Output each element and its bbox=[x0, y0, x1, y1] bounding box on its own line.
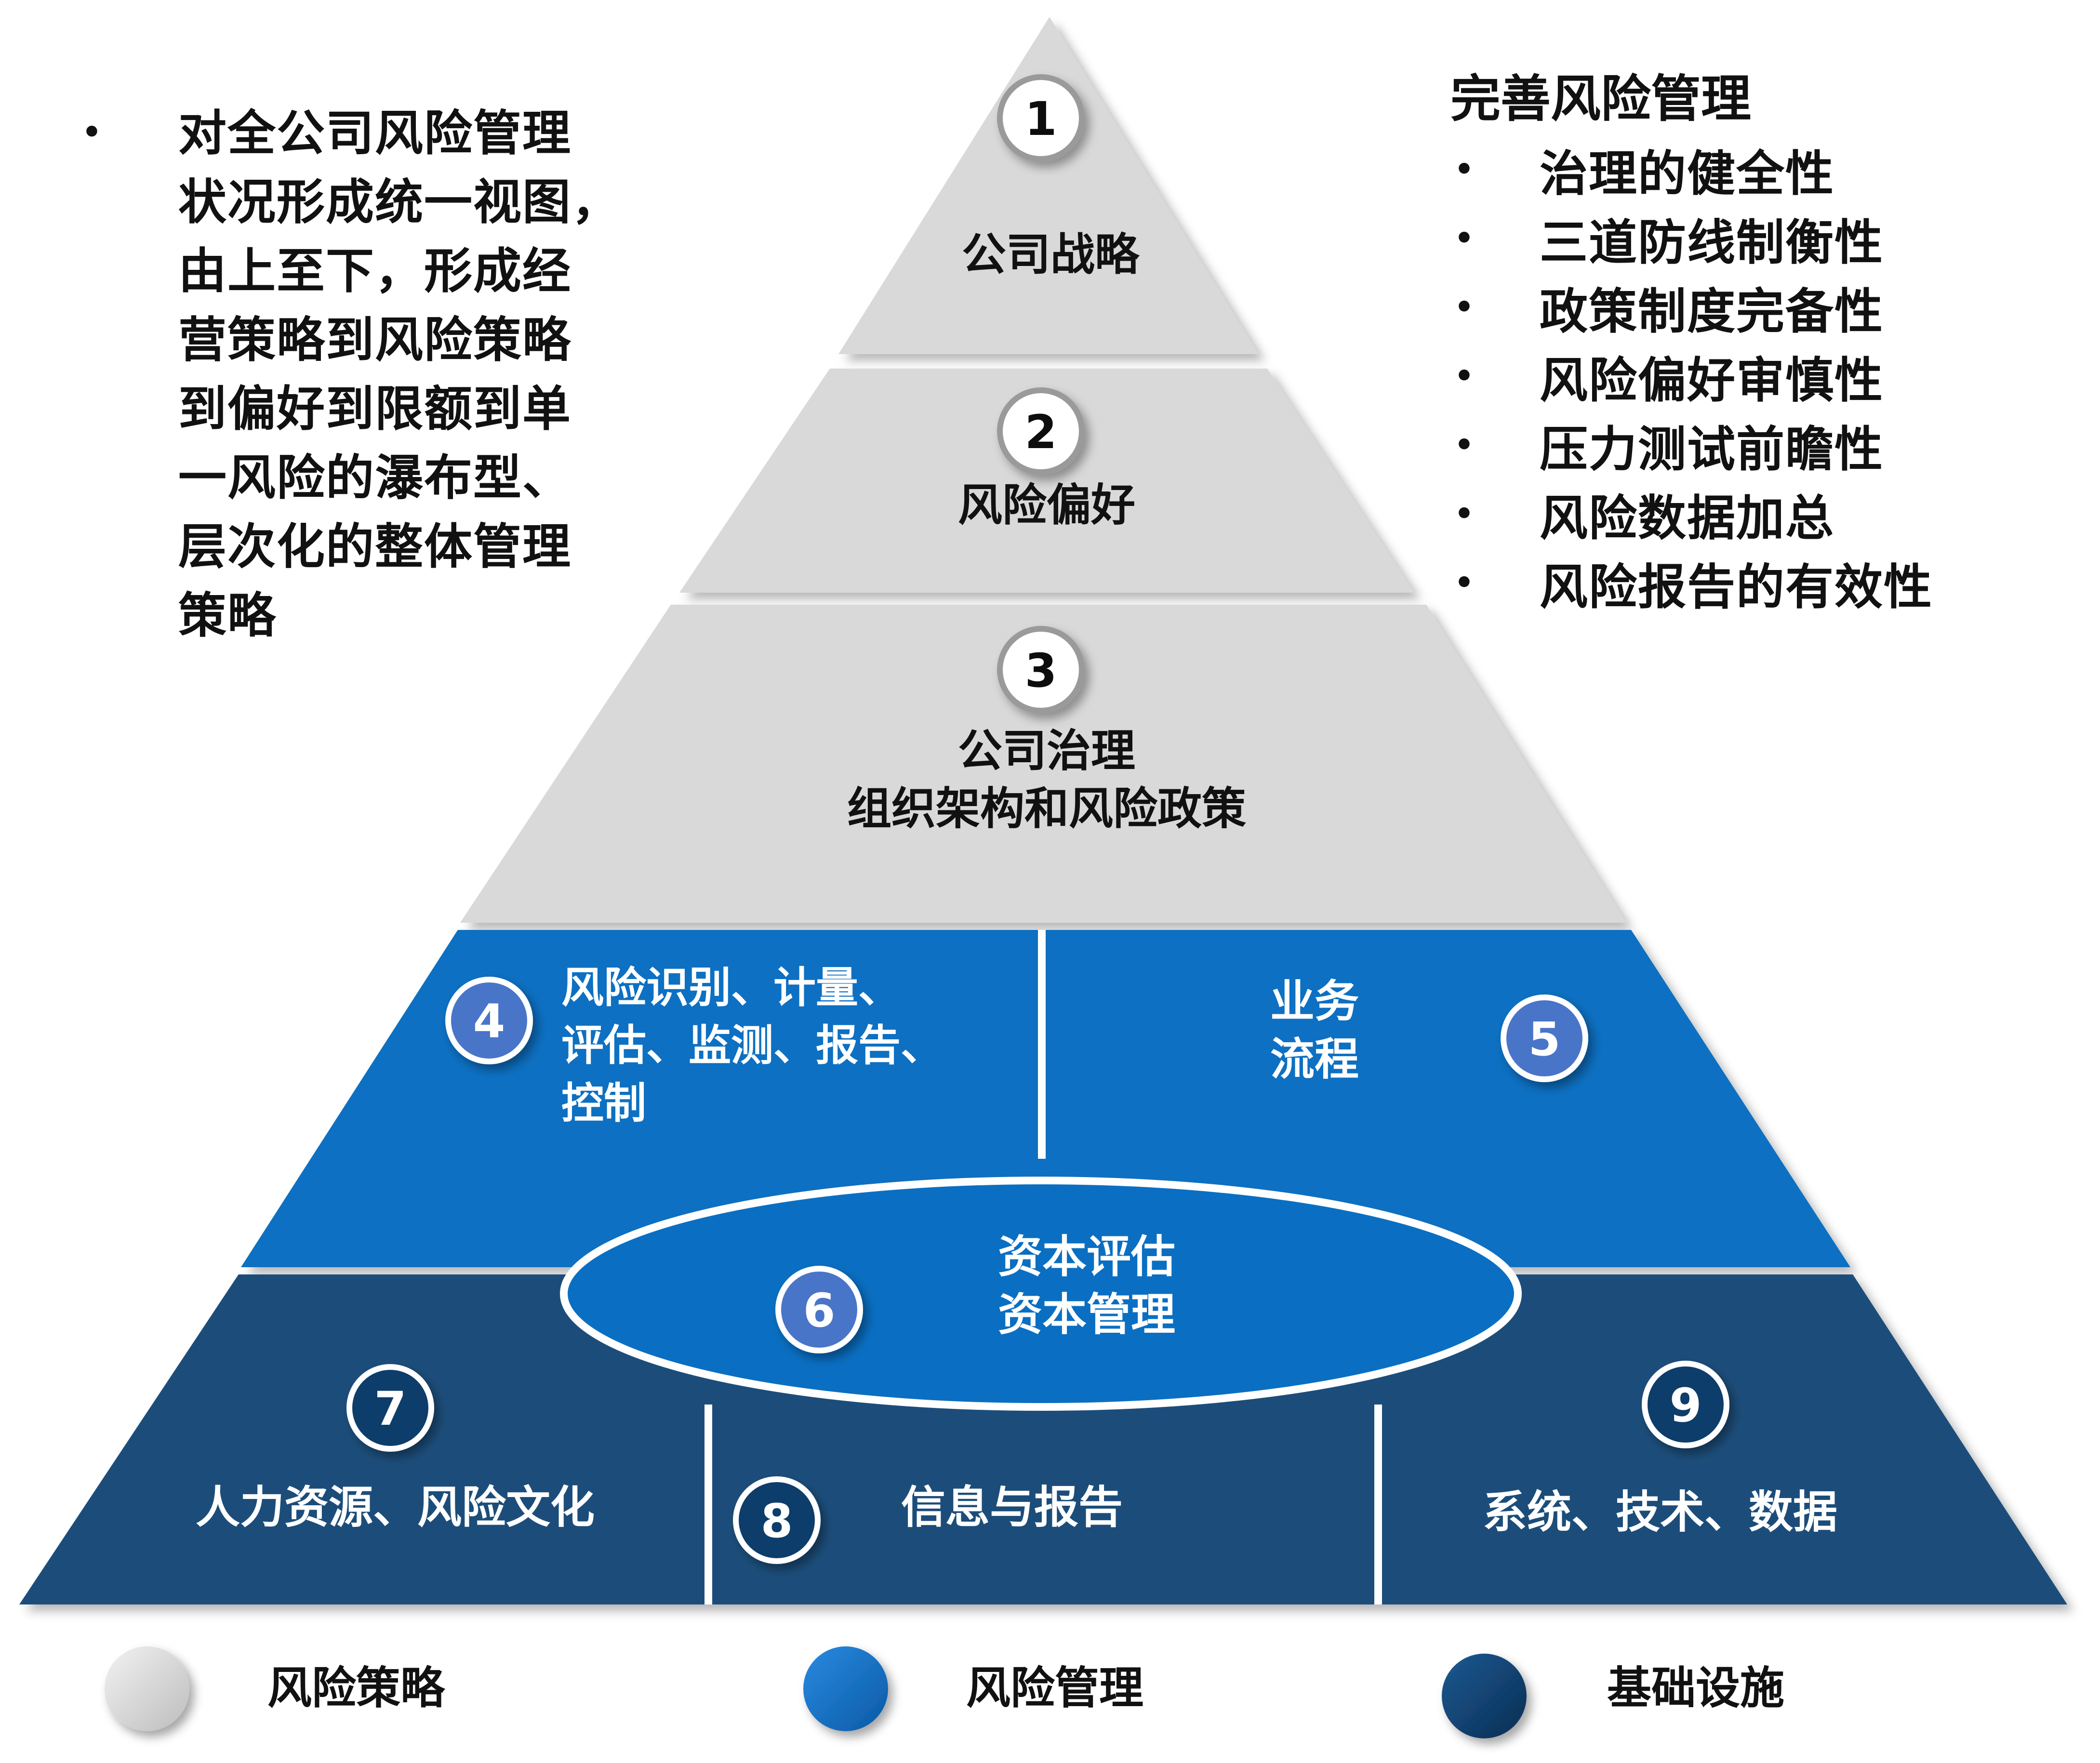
svg-text:8: 8 bbox=[761, 1494, 793, 1548]
badge-6: 6 bbox=[775, 1266, 863, 1353]
left-note: • 对全公司风险管理 状况形成统一视图， 由上至下，形成经 营策略到风险策略 到… bbox=[72, 99, 665, 650]
left-note-bullet: • bbox=[82, 115, 102, 150]
badge-3: 3 bbox=[997, 626, 1085, 714]
list-bullet: • bbox=[1454, 565, 1474, 601]
badge-2: 2 bbox=[997, 387, 1085, 475]
box-6-label-1: 资本评估 bbox=[998, 1231, 1175, 1283]
svg-text:9: 9 bbox=[1670, 1379, 1702, 1432]
list-bullet: • bbox=[1454, 427, 1474, 463]
legend-label-infrastructure: 基础设施 bbox=[1607, 1662, 1784, 1714]
svg-text:6: 6 bbox=[803, 1284, 836, 1338]
list-item-text: 压力测试前瞻性 bbox=[1540, 421, 1884, 477]
legend-swatch-management bbox=[803, 1646, 888, 1731]
list-item-text: 政策制度完备性 bbox=[1540, 283, 1884, 340]
badge-5: 5 bbox=[1501, 994, 1588, 1082]
legend-label-strategy: 风险策略 bbox=[267, 1662, 446, 1714]
box-4-label-2: 评估、监测、报告、 bbox=[561, 1021, 943, 1070]
tier-1-label: 公司战略 bbox=[962, 229, 1140, 280]
badge-1: 1 bbox=[997, 74, 1085, 162]
list-item: • 三道防线制衡性 bbox=[1450, 204, 2091, 273]
tier-1-strategy bbox=[838, 17, 1259, 354]
list-item-text: 风险报告的有效性 bbox=[1540, 559, 1933, 615]
tier-2-appetite bbox=[679, 369, 1414, 593]
legend-swatch-strategy bbox=[105, 1646, 189, 1731]
svg-text:5: 5 bbox=[1528, 1012, 1561, 1066]
box-5-label-2: 流程 bbox=[1270, 1034, 1359, 1085]
list-item: • 风险偏好审慎性 bbox=[1450, 342, 2091, 411]
list-bullet: • bbox=[1454, 358, 1474, 394]
svg-text:4: 4 bbox=[473, 994, 505, 1048]
legend: 风险策略 风险管理 基础设施 bbox=[105, 1646, 1784, 1738]
right-note-list: • 治理的健全性 • 三道防线制衡性 • 政策制度完备性 • 风险偏好审慎性 • 压力测试… bbox=[1450, 135, 2091, 617]
badge-9: 9 bbox=[1642, 1361, 1729, 1448]
right-note: 完善风险管理 • 治理的健全性 • 三道防线制衡性 • 政策制度完备性 • 风险偏好审慎… bbox=[1450, 63, 2091, 617]
svg-text:3: 3 bbox=[1025, 644, 1057, 698]
box-8-label: 信息与报告 bbox=[901, 1482, 1123, 1533]
box-4-label-3: 控制 bbox=[561, 1078, 646, 1128]
list-item-text: 风险偏好审慎性 bbox=[1540, 352, 1884, 409]
list-item: • 政策制度完备性 bbox=[1450, 273, 2091, 342]
list-item: • 治理的健全性 bbox=[1450, 135, 2091, 204]
tier-3-label-2: 组织架构和风险政策 bbox=[847, 783, 1246, 835]
list-item-text: 风险数据加总 bbox=[1540, 490, 1834, 546]
list-item-text: 三道防线制衡性 bbox=[1540, 214, 1884, 271]
box-6-label-2: 资本管理 bbox=[998, 1289, 1175, 1340]
list-item: • 风险数据加总 bbox=[1450, 479, 2091, 548]
box-4-label-1: 风险识别、计量、 bbox=[561, 963, 901, 1012]
list-item: • 风险报告的有效性 bbox=[1450, 548, 2091, 617]
list-bullet: • bbox=[1454, 289, 1474, 325]
legend-label-management: 风险管理 bbox=[966, 1662, 1143, 1714]
badge-8: 8 bbox=[733, 1476, 821, 1564]
list-bullet: • bbox=[1454, 220, 1474, 256]
box-7-label: 人力资源、风险文化 bbox=[196, 1482, 595, 1533]
right-note-title: 完善风险管理 bbox=[1450, 69, 1752, 128]
tier-3-governance bbox=[460, 605, 1626, 923]
left-note-text: 对全公司风险管理 状况形成统一视图， 由上至下，形成经 营策略到风险策略 到偏好… bbox=[178, 105, 621, 644]
badge-7: 7 bbox=[346, 1364, 434, 1452]
list-item: • 压力测试前瞻性 bbox=[1450, 411, 2091, 479]
legend-swatch-infrastructure bbox=[1442, 1654, 1527, 1738]
tier-3-label-1: 公司治理 bbox=[958, 725, 1135, 777]
svg-text:1: 1 bbox=[1025, 92, 1057, 146]
capital-ellipse bbox=[560, 1177, 1522, 1411]
tier-2-label: 风险偏好 bbox=[958, 479, 1135, 531]
svg-text:2: 2 bbox=[1025, 405, 1057, 459]
box-5-label-1: 业务 bbox=[1270, 976, 1359, 1027]
box-9-label: 系统、技术、数据 bbox=[1483, 1486, 1837, 1538]
list-bullet: • bbox=[1454, 496, 1474, 532]
list-bullet: • bbox=[1454, 151, 1474, 187]
tier-5-infrastructure bbox=[19, 1274, 2067, 1604]
list-item-text: 治理的健全性 bbox=[1540, 146, 1834, 202]
badge-4: 4 bbox=[445, 977, 533, 1064]
svg-text:7: 7 bbox=[374, 1382, 407, 1436]
